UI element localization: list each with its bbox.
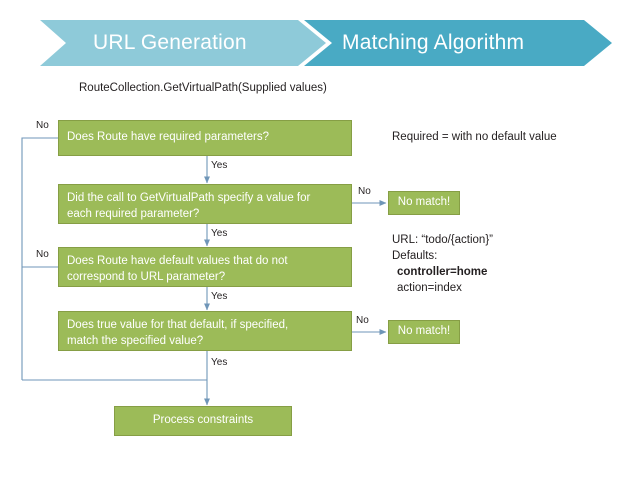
decision-box-specify-value[interactable]: Did the call to GetVirtualPath specify a… [58,184,352,224]
entry-point-caption: RouteCollection.GetVirtualPath(Supplied … [79,82,327,94]
decision-box-3-line1: Does Route have default values that do n… [67,255,288,267]
no-match-box-1[interactable]: No match! [388,191,460,215]
decision-box-1-line1: Does Route have required parameters? [67,131,270,143]
decision-box-true-value-match[interactable]: Does true value for that default, if spe… [58,311,352,351]
decision-box-2-line1: Did the call to GetVirtualPath specify a… [67,192,311,204]
edge-label-no-right-1: No [358,186,371,197]
decision-box-4-line2: match the specified value? [67,334,204,347]
note-route-example: URL: “todo/{action}” Defaults: controlle… [392,232,493,296]
edge-label-yes-2: Yes [211,228,228,239]
edge-label-no-left-2: No [36,249,49,260]
banner-chevron-right [304,20,612,66]
edge-label-yes-3: Yes [211,291,228,302]
edge-label-yes-1: Yes [211,160,228,171]
decision-box-2-line2: each required parameter? [67,207,200,220]
banner-chevrons [40,20,612,66]
edge-label-no-right-2: No [356,315,369,326]
no-match-box-2[interactable]: No match! [388,320,460,344]
note-required-definition: Required = with no default value [392,131,557,143]
banner-label-matching-algorithm: Matching Algorithm [342,31,525,54]
note-default-action: action=index [397,282,462,294]
decision-box-4-line1: Does true value for that default, if spe… [67,319,289,331]
edge-label-no-left-1: No [36,120,49,131]
note-default-controller: controller=home [397,266,488,278]
banner-label-url-generation: URL Generation [93,31,247,54]
edge-label-yes-4: Yes [211,357,228,368]
note-defaults-line: Defaults: [392,250,438,262]
process-constraints-box[interactable]: Process constraints [114,406,292,436]
decision-box-required-parameters[interactable]: Does Route have required parameters? [58,120,352,156]
banner-chevron-left [40,20,326,66]
decision-box-3-line2: correspond to URL parameter? [67,270,226,283]
decision-box-default-values[interactable]: Does Route have default values that do n… [58,247,352,287]
note-url-line: URL: “todo/{action}” [392,234,494,246]
section-banner: URL Generation Matching Algorithm [40,20,612,66]
